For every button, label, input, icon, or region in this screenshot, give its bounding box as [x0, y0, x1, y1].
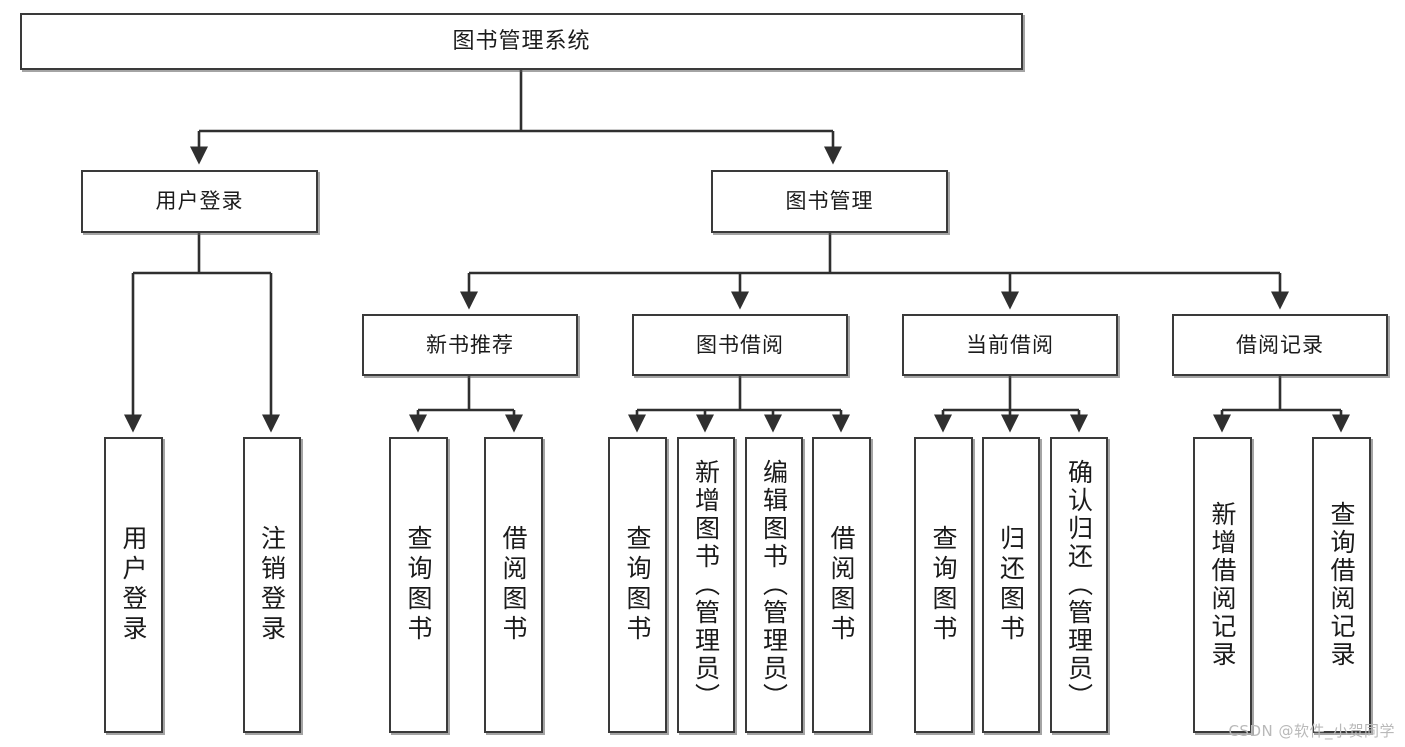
node-leaf-borrow-book-2[interactable]: 借阅图书: [812, 437, 871, 733]
node-leaf-return-book[interactable]: 归还图书: [982, 437, 1040, 733]
node-leaf-query-borrow-record[interactable]: 查询借阅记录: [1312, 437, 1371, 733]
node-root[interactable]: 图书管理系统: [20, 13, 1023, 70]
node-book-borrow[interactable]: 图书借阅: [632, 314, 848, 376]
node-leaf-user-login[interactable]: 用户登录: [104, 437, 163, 733]
node-borrow-record[interactable]: 借阅记录: [1172, 314, 1388, 376]
node-leaf-return-book-label: 归还图书: [996, 525, 1026, 645]
node-leaf-query-book-2-label: 查询图书: [623, 525, 652, 645]
node-leaf-query-book-3[interactable]: 查询图书: [914, 437, 973, 733]
node-leaf-borrow-book-2-label: 借阅图书: [827, 525, 856, 645]
node-user-login[interactable]: 用户登录: [81, 170, 318, 233]
node-leaf-edit-book[interactable]: 编辑图书（管理员）: [745, 437, 803, 733]
node-leaf-user-login-label: 用户登录: [119, 525, 148, 645]
node-leaf-add-borrow-record[interactable]: 新增借阅记录: [1193, 437, 1252, 733]
node-leaf-borrow-book-1[interactable]: 借阅图书: [484, 437, 543, 733]
node-leaf-edit-book-label: 编辑图书（管理员）: [759, 459, 789, 711]
node-leaf-query-book-2[interactable]: 查询图书: [608, 437, 667, 733]
node-new-book-recommend-label: 新书推荐: [426, 332, 514, 357]
node-current-borrow[interactable]: 当前借阅: [902, 314, 1118, 376]
node-leaf-confirm-return-label: 确认归还（管理员）: [1064, 459, 1094, 711]
node-leaf-add-borrow-record-label: 新增借阅记录: [1208, 501, 1237, 669]
csdn-watermark: CSDN @软件_小贺同学: [1228, 722, 1395, 740]
node-leaf-user-logout-label: 注销登录: [257, 525, 287, 645]
node-root-label: 图书管理系统: [452, 28, 591, 54]
node-user-login-label: 用户登录: [155, 189, 244, 214]
node-book-manage-label: 图书管理: [785, 189, 874, 214]
node-leaf-query-book-1-label: 查询图书: [404, 525, 433, 645]
node-new-book-recommend[interactable]: 新书推荐: [362, 314, 578, 376]
node-leaf-query-book-1[interactable]: 查询图书: [389, 437, 448, 733]
node-borrow-record-label: 借阅记录: [1236, 332, 1324, 357]
node-leaf-add-book[interactable]: 新增图书（管理员）: [677, 437, 735, 733]
node-current-borrow-label: 当前借阅: [966, 332, 1054, 357]
node-leaf-borrow-book-1-label: 借阅图书: [499, 525, 528, 645]
node-leaf-query-book-3-label: 查询图书: [929, 525, 958, 645]
node-leaf-add-book-label: 新增图书（管理员）: [691, 459, 721, 711]
node-leaf-user-logout[interactable]: 注销登录: [243, 437, 301, 733]
node-book-manage[interactable]: 图书管理: [711, 170, 948, 233]
node-book-borrow-label: 图书借阅: [696, 332, 784, 357]
node-leaf-confirm-return[interactable]: 确认归还（管理员）: [1050, 437, 1108, 733]
node-leaf-query-borrow-record-label: 查询借阅记录: [1327, 501, 1356, 669]
